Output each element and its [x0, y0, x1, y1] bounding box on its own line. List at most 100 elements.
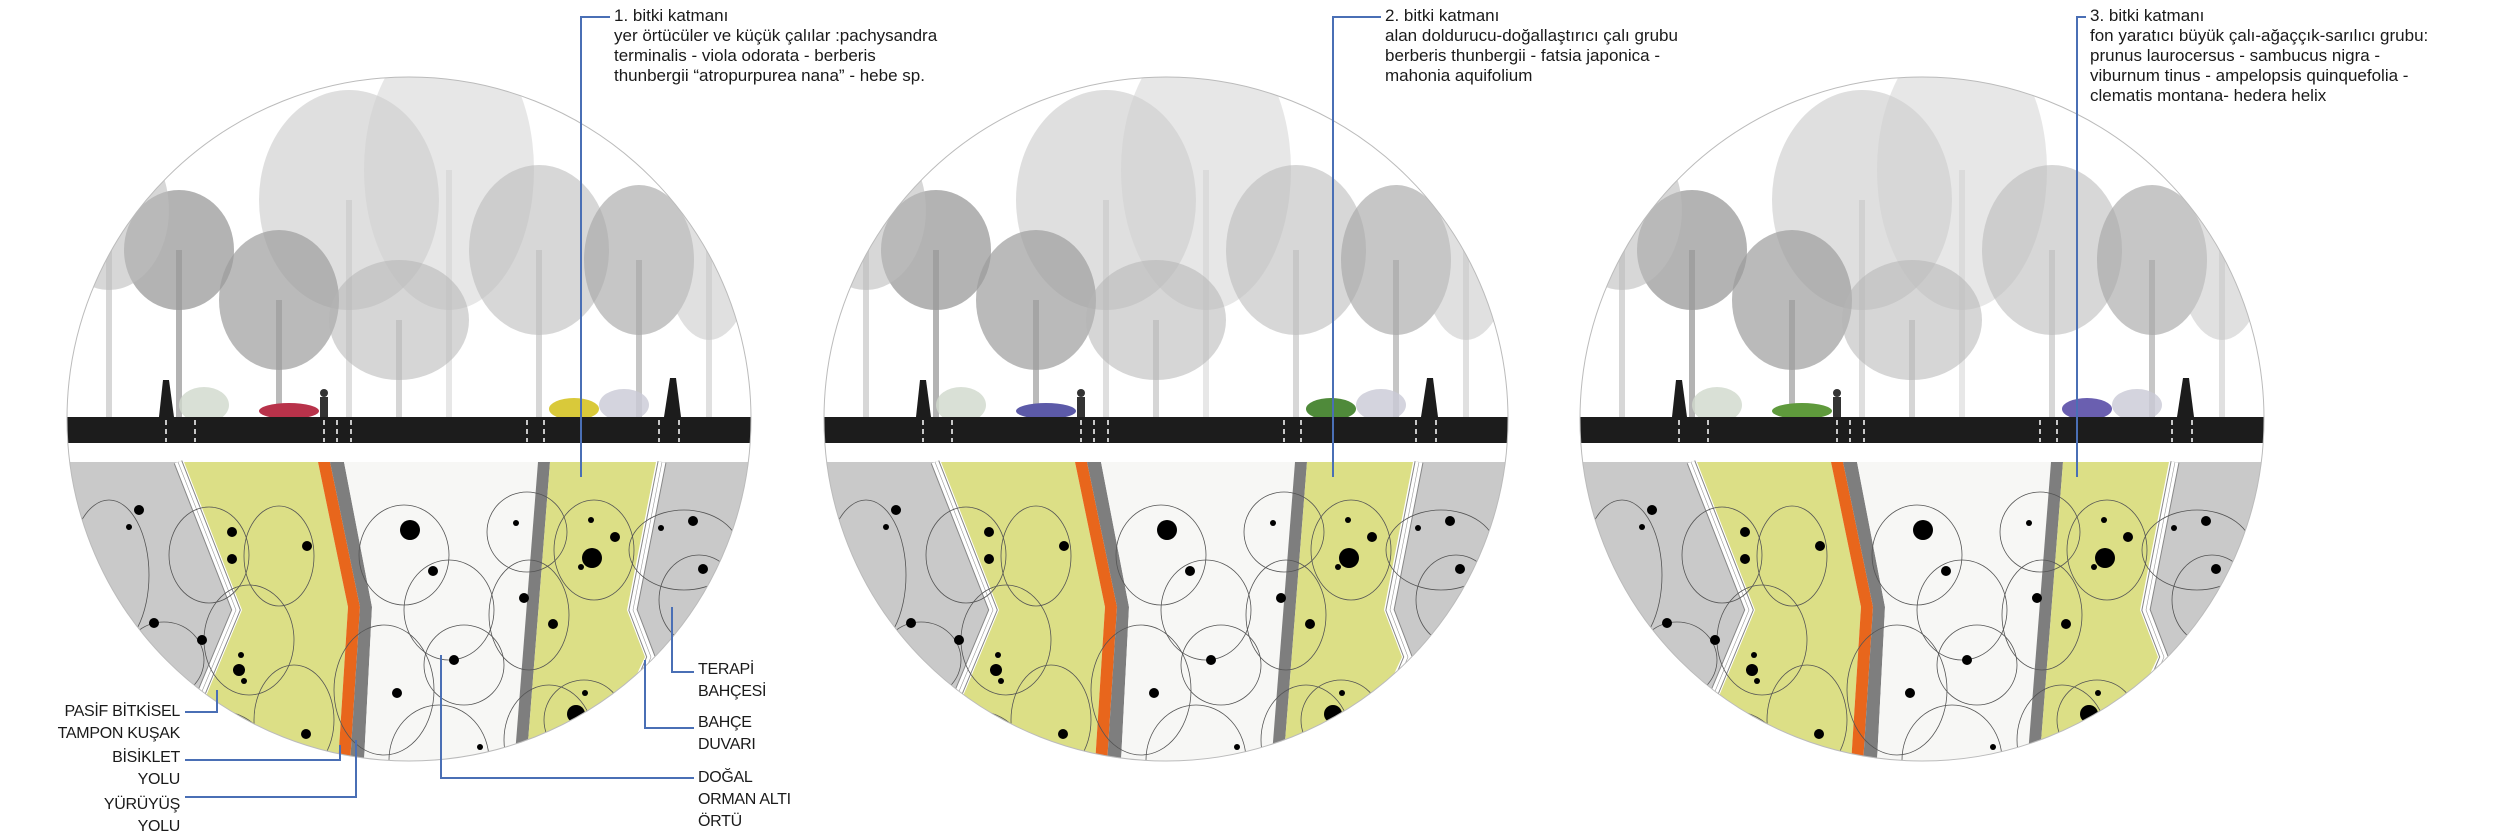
- label-bike-path: BİSİKLET YOLU: [112, 747, 180, 791]
- plant-point-icon: [1913, 520, 1933, 540]
- person-icon: [1833, 389, 1841, 397]
- section-panel-2: [823, 76, 1509, 813]
- plant-point-icon: [1058, 729, 1068, 739]
- tree-trunk: [106, 210, 112, 417]
- tree-trunk: [933, 250, 939, 417]
- plant-point-icon: [984, 527, 994, 537]
- layer-line: mahonia aquifolium: [1385, 66, 1533, 85]
- plant-point-icon: [227, 527, 237, 537]
- plant-point-icon: [1815, 541, 1825, 551]
- walk-path: [1087, 462, 1129, 761]
- layer-note-1: 1. bitki katmanı yer örtücüler ve küçük …: [614, 6, 937, 86]
- plant-group-outline: [824, 672, 897, 754]
- plant-point-icon: [544, 796, 552, 804]
- plant-point-icon: [1345, 517, 1351, 523]
- plant-point-icon: [2153, 681, 2159, 687]
- section-panel-3: [1579, 76, 2265, 817]
- plant-point-icon: [1206, 655, 1216, 665]
- plant-group-outline: [1243, 491, 1325, 573]
- bike-path: [318, 462, 360, 761]
- person-icon: [1077, 389, 1085, 397]
- plant-point-icon: [588, 517, 594, 523]
- plant-point-icon: [2091, 564, 2097, 570]
- label-line: DOĞAL: [698, 769, 753, 786]
- plant-point-icon: [954, 635, 964, 645]
- plant-point-icon: [883, 524, 889, 530]
- plant-point-icon: [578, 564, 584, 570]
- plant-point-icon: [1996, 771, 2002, 777]
- plant-point-icon: [2061, 619, 2071, 629]
- plant-point-icon: [1814, 729, 1824, 739]
- plant-point-icon: [883, 647, 889, 653]
- plant-group-outline: [925, 506, 1007, 604]
- label-walk-path: YÜRÜYÜŞ YOLU: [104, 794, 180, 838]
- plant-group-outline: [2001, 559, 2083, 671]
- plant-group-outline: [2066, 499, 2148, 601]
- layer-line: viburnum tinus - ampelopsis quinquefolia…: [2090, 66, 2409, 85]
- ground-section-bar: [1580, 417, 2264, 443]
- label-line: BAHÇE: [698, 714, 752, 731]
- plant-point-icon: [605, 749, 615, 759]
- plant-point-icon: [1339, 548, 1359, 568]
- plant-point-icon: [241, 678, 247, 684]
- plant-point-icon: [610, 532, 620, 542]
- plant-point-icon: [1049, 803, 1059, 813]
- plant-point-icon: [2118, 749, 2128, 759]
- plant-group-outline: [486, 491, 568, 573]
- plant-point-icon: [2095, 548, 2115, 568]
- layer-line: alan doldurucu-doğallaştırıcı çalı grubu: [1385, 26, 1678, 45]
- plant-point-icon: [1751, 652, 1757, 658]
- plant-point-icon: [1740, 554, 1750, 564]
- leader-bike-path: [185, 745, 341, 761]
- plant-point-icon: [1397, 681, 1403, 687]
- panel-content: [1580, 77, 2264, 817]
- plant-point-icon: [233, 664, 245, 676]
- shrub-icon: [2062, 398, 2112, 420]
- section-panel-1: [66, 76, 752, 804]
- plant-point-icon: [1990, 744, 1996, 750]
- plant-point-icon: [647, 703, 657, 713]
- plant-point-icon: [126, 647, 132, 653]
- plant-group-outline: [1936, 624, 2018, 706]
- layer-line: berberis thunbergii - fatsia japonica -: [1385, 46, 1660, 65]
- layer-note-3: 3. bitki katmanı fon yaratıcı büyük çalı…: [2090, 6, 2428, 106]
- plant-point-icon: [1805, 803, 1815, 813]
- label-line: BAHÇESİ: [698, 683, 767, 700]
- label-garden-wall: BAHÇE DUVARI: [698, 712, 756, 756]
- plant-point-icon: [906, 618, 916, 628]
- bollard-icon: [1672, 380, 1687, 417]
- plant-point-icon: [1758, 756, 1778, 761]
- plant-point-icon: [491, 768, 497, 774]
- plant-point-icon: [1662, 618, 1672, 628]
- plant-point-icon: [2211, 564, 2221, 574]
- label-line: YOLU: [137, 818, 181, 835]
- plant-point-icon: [582, 690, 588, 696]
- tree-trunk: [863, 210, 869, 417]
- plant-point-icon: [2171, 525, 2177, 531]
- plant-point-icon: [1301, 796, 1309, 804]
- layer-line: terminalis - viola odorata - berberis: [614, 46, 876, 65]
- shrub-icon: [1016, 403, 1076, 419]
- walk-path: [1843, 462, 1885, 761]
- plant-point-icon: [2201, 516, 2211, 526]
- plant-group-outline: [253, 664, 335, 761]
- bollard-icon: [2177, 378, 2194, 417]
- plant-point-icon: [1934, 807, 1944, 817]
- plant-point-icon: [2095, 690, 2101, 696]
- leader-passive-buffer: [185, 690, 218, 713]
- layer-line: yer örtücüler ve küçük çalılar :pachysan…: [614, 26, 938, 45]
- plant-point-icon: [1404, 703, 1414, 713]
- plant-point-icon: [2032, 593, 2042, 603]
- plant-point-icon: [1276, 593, 1286, 603]
- plant-group-outline: [168, 506, 250, 604]
- panel-content: [824, 77, 1508, 813]
- label-line: ÖRTÜ: [698, 813, 742, 830]
- tree-canopy-icon: [1842, 260, 1982, 380]
- plant-point-icon: [684, 624, 694, 634]
- tree-canopy-icon: [1086, 260, 1226, 380]
- plant-point-icon: [428, 566, 438, 576]
- plant-point-icon: [2123, 532, 2133, 542]
- layer-note-2: 2. bitki katmanı alan doldurucu-doğallaş…: [1385, 6, 1678, 86]
- bike-path: [1075, 462, 1117, 761]
- plant-group-outline: [1340, 729, 1422, 761]
